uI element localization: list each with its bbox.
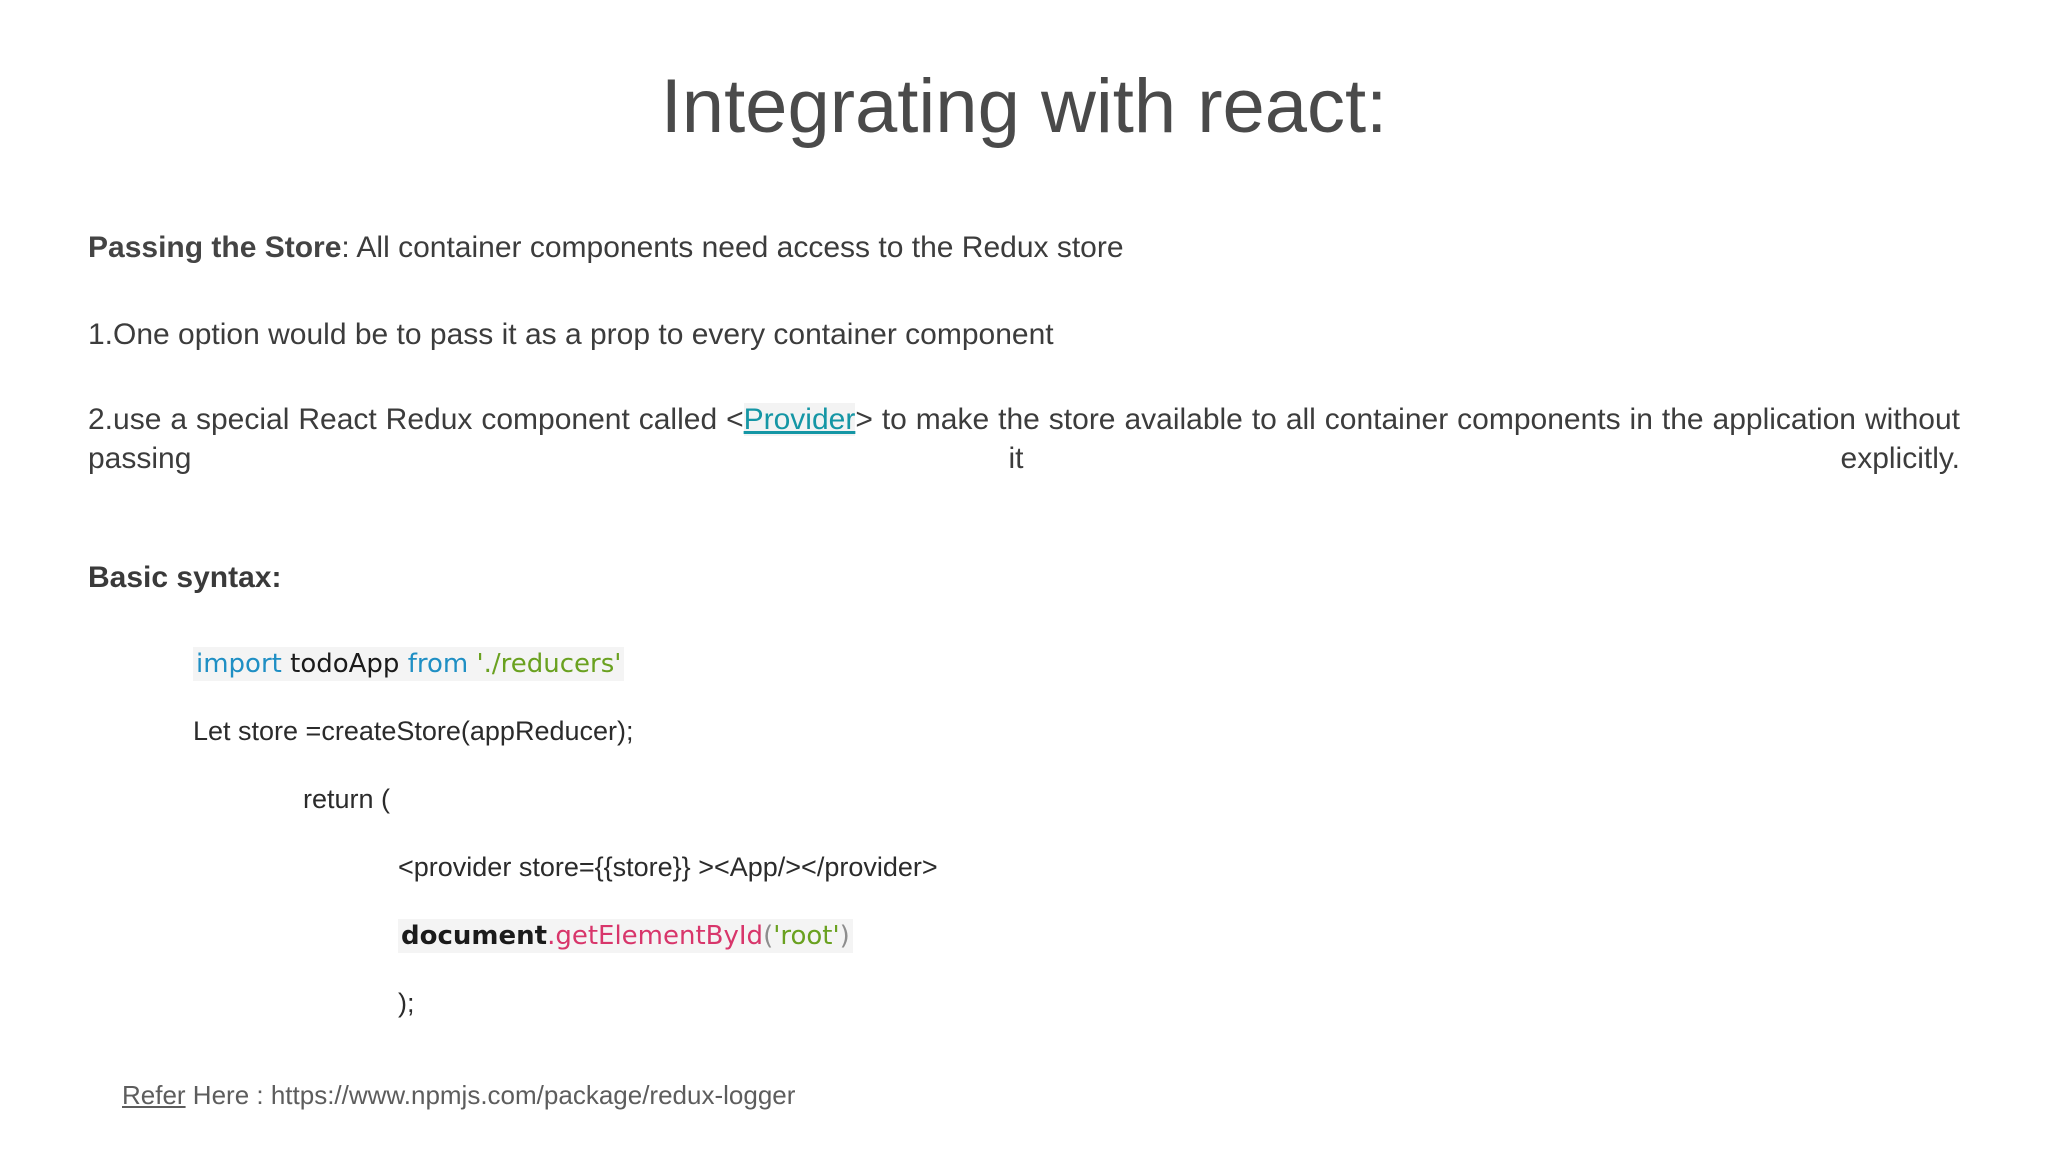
code-line-return: return ( [303,784,391,814]
refer-word[interactable]: Refer [122,1080,186,1110]
code-line-import: import todoApp from './reducers' [88,647,1988,681]
list-item-2-before: 2.use a special React Redux component ca… [88,403,744,436]
provider-link[interactable]: Provider [743,403,856,436]
refer-url-text: Here : https://www.npmjs.com/package/red… [185,1080,796,1110]
basic-syntax-heading: Basic syntax: [88,561,282,594]
list-item-2: 2.use a special React Redux component ca… [88,400,1960,517]
token-keyword-import: import [196,649,282,679]
lead-rest-text: : All container components need access t… [341,231,1124,264]
token-string-reducers: './reducers' [476,649,622,679]
refer-reference-line: Refer Here : https://www.npmjs.com/packa… [122,1080,795,1111]
token-open-paren: ( [763,921,774,951]
token-object-document: document [401,921,548,951]
list-item-2-after: > to make the store available to all con… [88,403,1960,475]
token-method-getelementbyid: .getElementById [547,921,764,951]
page-title: Integrating with react: [660,64,1388,149]
code-highlight-getelementbyid: document.getElementById('root') [398,919,853,953]
token-identifier-todoapp: todoApp [290,649,400,679]
list-item-1: 1.One option would be to pass it as a pr… [88,318,1054,351]
token-string-root: 'root' [773,921,840,951]
code-line-close: ); [398,988,415,1018]
body-content: Passing the Store: All container compone… [88,228,1960,635]
lead-label: Passing the Store [88,231,342,264]
code-highlight-import: import todoApp from './reducers' [193,647,625,681]
token-keyword-from: from [407,649,469,679]
code-line-getelementbyid: document.getElementById('root') [88,919,1988,953]
paragraph-passing-the-store: Passing the Store: All container compone… [88,228,1960,267]
code-snippet: import todoApp from './reducers' Let sto… [88,647,1988,1058]
token-close-paren: ) [839,921,850,951]
code-line-provider-jsx: <provider store={{store}} ><App/></provi… [398,852,938,882]
code-line-createstore: Let store =createStore(appReducer); [193,716,634,746]
